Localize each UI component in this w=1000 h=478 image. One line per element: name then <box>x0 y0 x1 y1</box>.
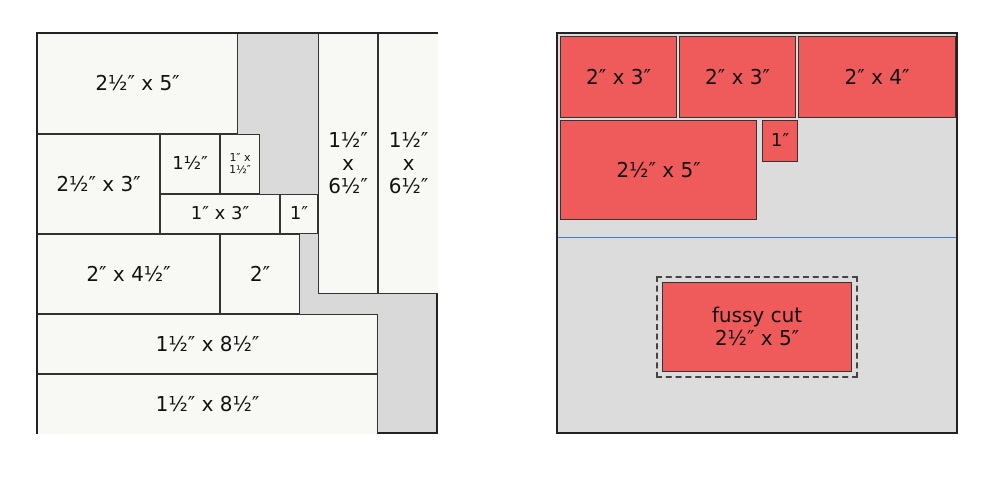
red-piece-2-x-4: 2″ x 4″ <box>798 36 956 118</box>
piece-label: 1″ <box>289 202 309 224</box>
piece-1-5-x-6-5-b: 1½″ x 6½″ <box>378 34 438 294</box>
piece-label: 1½″ x 8½″ <box>155 392 260 416</box>
piece-label: 2½″ x 3″ <box>56 171 141 196</box>
fussy-cut-outline <box>656 276 858 378</box>
piece-label: 1″ <box>770 129 790 151</box>
red-piece-2-x-3-a: 2″ x 3″ <box>560 36 677 118</box>
piece-label: 2″ <box>249 261 271 286</box>
right-quilt-block: 2″ x 3″ 2″ x 3″ 2″ x 4″ 2½″ x 5″ 1″ fuss… <box>556 32 958 434</box>
piece-1-5-square: 1½″ <box>160 134 220 194</box>
red-piece-2-x-3-b: 2″ x 3″ <box>679 36 796 118</box>
piece-2-5-x-5: 2½″ x 5″ <box>38 34 238 134</box>
piece-2-square: 2″ <box>220 234 300 314</box>
fussy-cut-piece: fussy cut 2½″ x 5″ <box>662 282 852 372</box>
piece-label: 2″ x 4″ <box>844 64 910 89</box>
red-piece-1-square: 1″ <box>762 120 798 162</box>
piece-label: 1″ x 3″ <box>190 202 250 224</box>
piece-label: 1½″ <box>172 152 208 174</box>
piece-1-5-x-8-5-b: 1½″ x 8½″ <box>38 374 378 434</box>
piece-label: 1½″ x 6½″ <box>388 128 429 198</box>
left-quilt-block: 2½″ x 5″ 2½″ x 3″ 1½″ 1″ x 1½″ 1″ x 3″ 1… <box>36 32 438 434</box>
piece-2-x-4-5: 2″ x 4½″ <box>38 234 220 314</box>
piece-label: 1″ x 1½″ <box>229 151 251 176</box>
piece-1-x-3: 1″ x 3″ <box>160 194 280 234</box>
piece-1-5-x-8-5-a: 1½″ x 8½″ <box>38 314 378 374</box>
red-piece-2-5-x-5: 2½″ x 5″ <box>560 120 757 220</box>
piece-label: 2″ x 4½″ <box>86 261 171 286</box>
piece-label: 1½″ x 8½″ <box>155 331 260 356</box>
piece-label: fussy cut 2½″ x 5″ <box>711 303 803 350</box>
section-divider <box>558 237 956 238</box>
piece-label: 2½″ x 5″ <box>95 71 180 95</box>
piece-label: 2½″ x 5″ <box>616 157 701 182</box>
piece-1-square: 1″ <box>280 194 318 234</box>
piece-label: 2″ x 3″ <box>586 64 651 89</box>
piece-2-5-x-3: 2½″ x 3″ <box>38 134 160 234</box>
piece-label: 2″ x 3″ <box>705 64 770 89</box>
piece-1-x-1-5: 1″ x 1½″ <box>220 134 260 194</box>
piece-label: 1½″ x 6½″ <box>328 128 368 198</box>
piece-1-5-x-6-5-a: 1½″ x 6½″ <box>318 34 378 294</box>
